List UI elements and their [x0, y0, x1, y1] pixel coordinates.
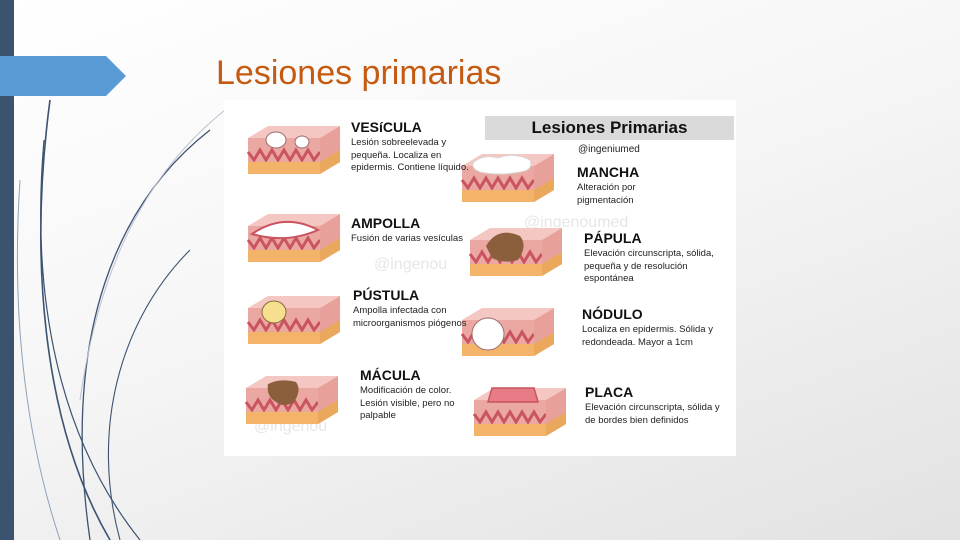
lesion-name: NÓDULO: [582, 306, 643, 322]
lesion-description: Elevación circunscripta, sólida, pequeña…: [584, 248, 714, 284]
lesion-description: Alteración por pigmentación: [577, 182, 636, 206]
lesion-ampolla: AMPOLLA Fusión de varias vesículas: [351, 215, 469, 246]
ampolla-illustration: [246, 214, 340, 262]
lesion-placa: PLACA Elevación circunscripta, sólida y …: [585, 384, 725, 427]
papula-illustration: [468, 228, 562, 276]
lesion-name: MÁCULA: [360, 367, 421, 383]
lesion-papula: PÁPULA Elevación circunscripta, sólida, …: [584, 230, 732, 286]
infographic-banner: Lesiones Primarias: [485, 116, 734, 140]
lesion-macula: MÁCULA Modificación de color. Lesión vis…: [360, 367, 468, 423]
lesion-description: Fusión de varias vesículas: [351, 233, 463, 244]
watermark: @ingenou: [374, 256, 448, 273]
vesicula-illustration: [246, 126, 340, 174]
lesion-pustula: PÚSTULA Ampolla infectada con microorgan…: [353, 287, 469, 330]
title-arrow-accent: [0, 56, 126, 96]
lesions-infographic: Lesiones Primarias @ingeniumed @ingenoum…: [224, 100, 736, 456]
author-handle: @ingeniumed: [578, 144, 640, 155]
macula-illustration: [244, 376, 338, 424]
lesion-mancha: MANCHA Alteración por pigmentación: [577, 164, 677, 207]
lesion-nodulo: NÓDULO Localiza en epidermis. Sólida y r…: [582, 306, 722, 349]
lesion-name: PÁPULA: [584, 230, 642, 246]
placa-illustration: [472, 387, 566, 436]
lesion-name: AMPOLLA: [351, 215, 421, 231]
lesion-description: Modificación de color. Lesión visible, p…: [360, 385, 455, 421]
lesion-description: Localiza en epidermis. Sólida y redondea…: [582, 324, 713, 348]
watermark: @ingenoumed: [524, 214, 629, 231]
lesion-vesicula: VESíCULA Lesión sobreelevada y pequeña. …: [351, 119, 469, 175]
left-accent-bar: [0, 0, 14, 540]
lesion-description: Lesión sobreelevada y pequeña. Localiza …: [351, 137, 469, 173]
mancha-illustration: [460, 154, 554, 202]
decorative-swirl-lines: [16, 99, 226, 540]
lesion-name: VESíCULA: [351, 119, 422, 135]
lesion-description: Ampolla infectada con microorganismos pi…: [353, 305, 467, 329]
lesion-name: MANCHA: [577, 164, 640, 180]
lesion-name: PÚSTULA: [353, 287, 420, 303]
lesion-name: PLACA: [585, 384, 634, 400]
nodulo-illustration: [460, 308, 554, 356]
slide-title: Lesiones primarias: [216, 54, 502, 92]
lesion-description: Elevación circunscripta, sólida y de bor…: [585, 402, 720, 426]
pustula-illustration: [246, 296, 340, 344]
